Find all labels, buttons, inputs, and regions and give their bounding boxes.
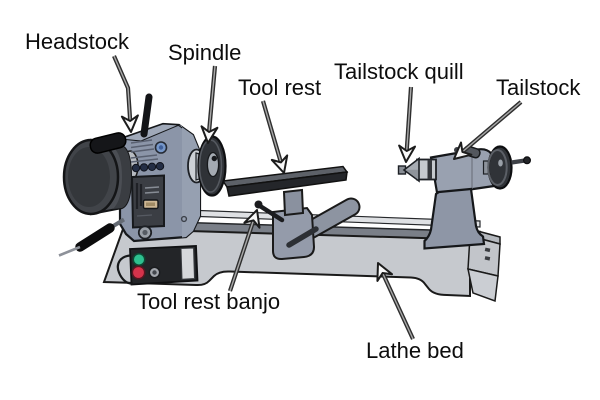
- vent-line: [130, 139, 153, 144]
- vent-line: [130, 143, 154, 149]
- speed-knob: [131, 163, 141, 173]
- vent-line: [130, 154, 158, 159]
- label-spindle: Spindle: [168, 40, 242, 65]
- panel-line: [144, 186, 160, 189]
- label-tool-rest-banjo: Tool rest banjo: [137, 289, 281, 314]
- label-headstock: Headstock: [25, 29, 129, 54]
- clamp-lever-ball: [254, 200, 263, 209]
- motor-end-inner: [68, 147, 110, 207]
- spindle-arrow: [200, 65, 219, 144]
- headstock-arrow: [112, 55, 139, 133]
- body-dot: [180, 215, 188, 223]
- handle-knob: [522, 156, 531, 165]
- clutch-grip: [75, 223, 115, 252]
- belt-clamp-handle: [89, 132, 127, 154]
- label-tailstock-quill: Tailstock quill: [334, 59, 464, 84]
- lathe-bed-arrow: [376, 262, 415, 340]
- headstock-lever: [140, 93, 153, 138]
- control-knob-center: [152, 270, 157, 275]
- label-tailstock: Tailstock: [496, 75, 581, 100]
- tool-rest-assembly: [221, 165, 361, 261]
- green-start-button: [132, 252, 146, 267]
- clutch-rod-tip: [58, 245, 81, 257]
- banjo-lock-handle: [286, 226, 319, 248]
- motor-dark-band: [113, 146, 131, 209]
- handwheel-rim: [487, 149, 508, 186]
- tool-rest-bar-front: [226, 171, 348, 197]
- tailstock-shape: [397, 145, 531, 250]
- tool-rest-post: [282, 188, 305, 217]
- vent-line: [130, 148, 155, 153]
- handwheel-handle: [511, 158, 526, 165]
- handwheel-hub: [498, 159, 503, 167]
- control-box: [129, 245, 199, 286]
- tool-rest-arrow: [260, 100, 289, 174]
- callout-arrows: [112, 55, 523, 340]
- label-tool-rest: Tool rest: [238, 75, 322, 100]
- panel-button-inner: [146, 202, 155, 206]
- panel-line: [136, 214, 153, 217]
- faceplate-hub: [206, 151, 220, 178]
- tailstock-column: [423, 187, 486, 250]
- headstock-shape: [58, 93, 227, 286]
- tailstock-arrow: [453, 100, 523, 160]
- vent-line: [130, 158, 159, 163]
- tool-rest-banjo-arrow: [228, 209, 261, 292]
- panel-line: [144, 191, 160, 194]
- bed-end-tick: [484, 247, 491, 253]
- faceplate-hole: [211, 155, 217, 162]
- label-lathe-bed: Lathe bed: [366, 338, 464, 363]
- power-cable: [116, 254, 134, 285]
- tool-rest-clamp-lever: [257, 203, 285, 223]
- quill-band: [427, 159, 432, 180]
- control-box-strip: [180, 247, 196, 280]
- speed-knob: [155, 162, 165, 171]
- bed-end-tick: [484, 256, 491, 261]
- speed-knob: [147, 162, 157, 172]
- red-stop-button: [131, 265, 146, 280]
- mount-bolt-center: [142, 229, 148, 236]
- headstock-top-face: [119, 123, 180, 142]
- speed-knob: [139, 163, 149, 172]
- bed-end-foot: [467, 268, 499, 303]
- tailstock-quill-shape: [416, 158, 437, 181]
- cone-shadow: [405, 169, 418, 180]
- tailstock-quill-arrow: [398, 86, 416, 163]
- blue-badge-center: [158, 145, 164, 150]
